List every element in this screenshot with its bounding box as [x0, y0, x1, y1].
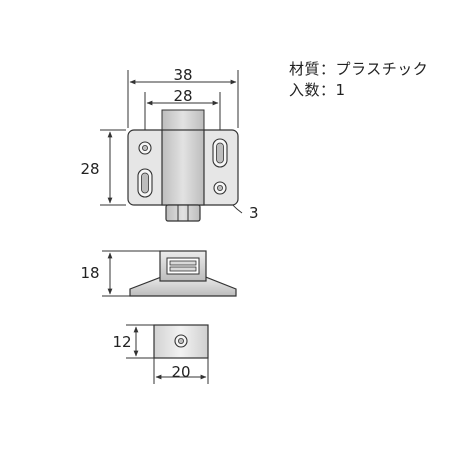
side-view-dimensions: [102, 250, 160, 297]
material-value: プラスチック: [335, 60, 429, 78]
catch-plate-part: [153, 324, 209, 359]
catch-width-20-label: 20: [171, 363, 190, 381]
depth-18-label: 18: [80, 264, 99, 282]
plunger-tab: [165, 204, 201, 222]
magnet-body: [161, 129, 205, 206]
quantity-label: 入数: [289, 81, 321, 99]
material-spec: 材質：プラスチック: [289, 58, 428, 79]
plunger-top: [161, 109, 205, 133]
catch-view-dimensions: [126, 324, 209, 384]
spacing-28-label: 28: [173, 87, 192, 105]
width-38-label: 38: [173, 66, 192, 84]
quantity-value: 1: [335, 81, 346, 99]
quantity-separator: ：: [320, 81, 336, 99]
quantity-spec: 入数：1: [289, 79, 346, 100]
height-28-label: 28: [80, 160, 99, 178]
material-separator: ：: [320, 60, 336, 78]
side-view-part: [129, 250, 237, 297]
material-label: 材質: [289, 60, 321, 78]
catch-height-12-label: 12: [112, 333, 131, 351]
hole-3-label: 3: [249, 204, 259, 222]
front-view-part: [127, 109, 239, 222]
side-window: [166, 257, 200, 275]
